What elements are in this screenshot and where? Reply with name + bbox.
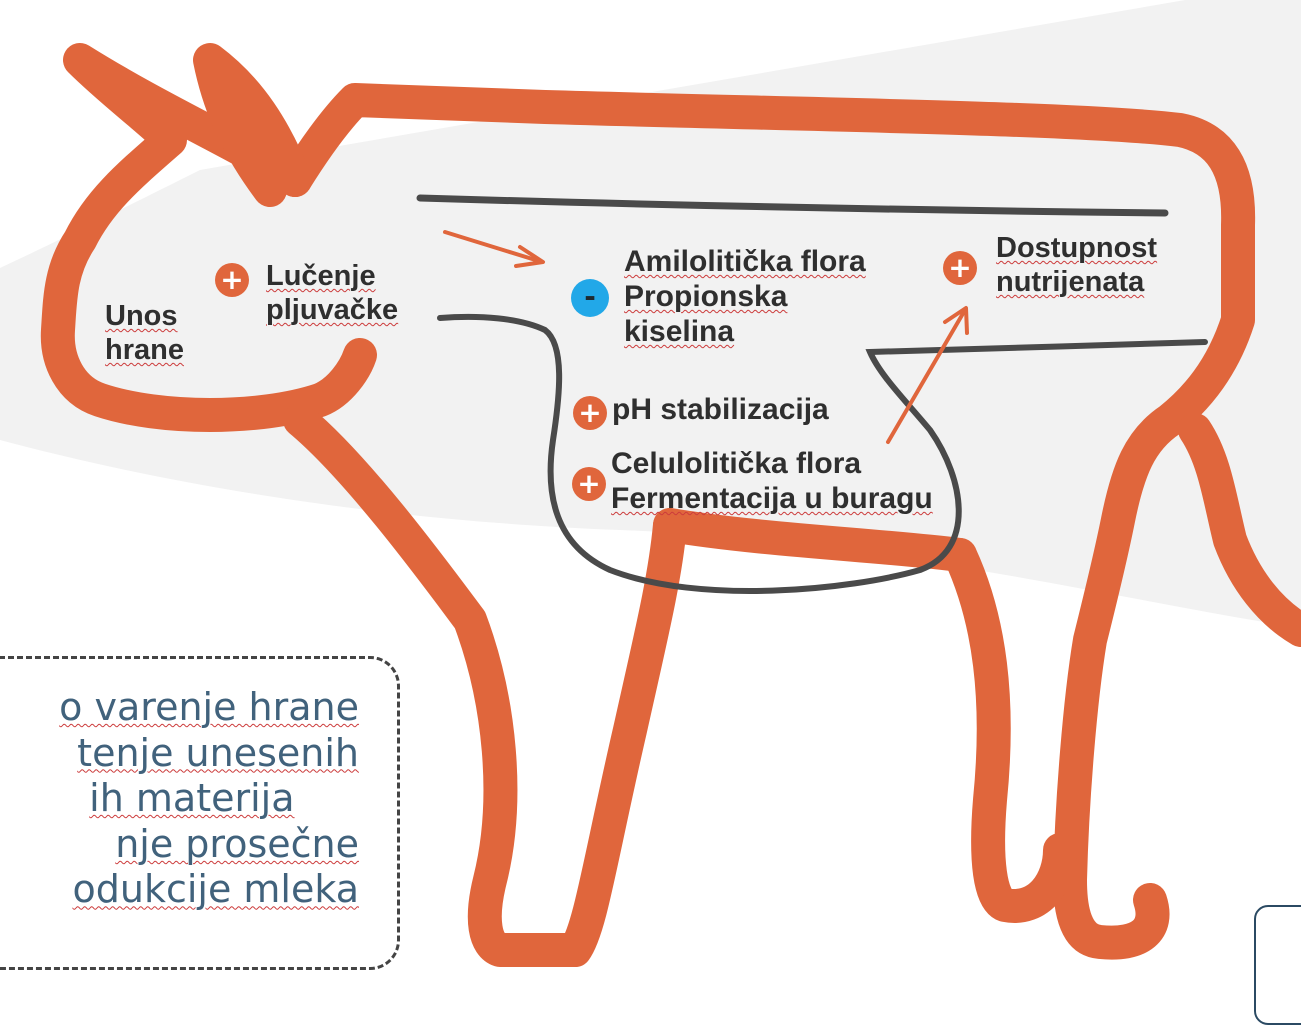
lucenje-line1: Lučenje [266,260,398,294]
celulo-line1: Celulolitička flora [611,446,933,481]
celulo-line2: Fermentacija u buragu [611,481,933,516]
label-dostupnost: Dostupnost nutrijenata [996,232,1157,300]
note-line2: tenje unesenih [59,731,359,777]
label-amilolitic: Amilolitička flora Propionska kiselina [624,244,866,349]
plus-badge-celulo: + [572,467,606,501]
dostupnost-line1: Dostupnost [996,232,1157,266]
plus-badge-dostupnost: + [943,251,977,285]
note-line1: o varenje hrane [59,685,359,731]
ph-text: pH stabilizacija [612,393,829,426]
dostupnost-line2: nutrijenata [996,266,1157,300]
label-lucenje-pljuvacke: Lučenje pljuvačke [266,260,398,328]
note-line3: ih materija [59,776,359,822]
cow-hind-leg-outline [960,555,1060,906]
lucenje-line2: pljuvačke [266,294,398,328]
amilo-line1-text: Amilolitička flora [624,245,866,278]
label-unos-hrane: Unos hrane [105,300,184,368]
note-text: o varenje hrane tenje unesenih ih materi… [59,685,359,913]
plus-badge-lucenje: + [215,263,249,297]
amilo-line3: kiselina [624,314,866,349]
minus-badge-amilo: - [571,279,609,317]
plus-badge-ph: + [573,396,607,430]
label-celulolitic: Celulolitička flora Fermentacija u burag… [611,446,933,516]
corner-frame [1254,905,1301,1025]
note-line4: nje prosečne [59,822,359,868]
note-box: o varenje hrane tenje unesenih ih materi… [0,656,400,970]
label-ph-stabilizacija: pH stabilizacija [612,392,829,427]
amilo-line2: Propionska [624,279,866,314]
unos-line1: Unos [105,300,184,334]
amilo-line1: Amilolitička flora [624,244,866,279]
note-line5: odukcije mleka [59,867,359,913]
unos-line2: hrane [105,334,184,368]
